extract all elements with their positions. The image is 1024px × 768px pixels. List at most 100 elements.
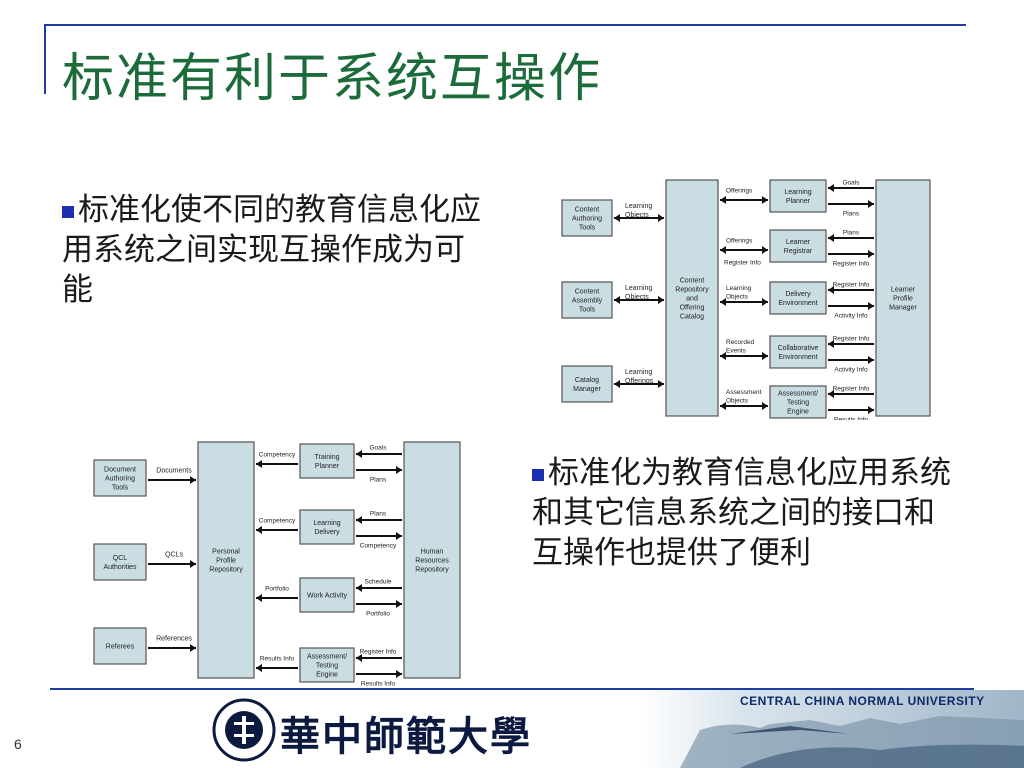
university-seal-icon [212, 698, 276, 762]
title-left-rule [44, 24, 46, 94]
campus-banner-image [640, 690, 1024, 768]
d2-mid-box [299, 647, 355, 683]
d2-mid-right-bottom-label: Portfolio [366, 610, 390, 617]
d1-mid-left-arrow-back-head [720, 196, 726, 204]
d1-left-box [561, 281, 613, 319]
d1-mid-box-label: Environment [778, 354, 817, 361]
d1-mid-right-bottom-arrow-head [868, 406, 874, 414]
d2-mid-right-top-arrow-head [356, 516, 362, 524]
slide-title: 标准有利于系统互操作 [62, 49, 603, 109]
d1-mid-left-label-2: Register Info [724, 259, 761, 266]
personal-profile-diagram: DocumentAuthoringToolsDocumentsQCLAuthor… [86, 438, 470, 690]
d1-mid-left-label: Offerings [726, 187, 753, 194]
d1-mid-left-label: Learning [726, 285, 752, 292]
d2-mid-box-label: Engine [316, 671, 338, 678]
d2-left-arrow-head [190, 476, 196, 484]
d1-mid-box [769, 179, 827, 213]
d2-mid-left-label: Competency [259, 517, 296, 524]
d2-mid-right-top-label: Goals [370, 444, 388, 451]
d1-mid-right-top-arrow-head [828, 390, 834, 398]
bullet-2-text: 标准化为教育信息化应用系统和其它信息系统之间的接口和互操作也提供了便利 [532, 455, 951, 571]
d2-left-arrow-label: QCLs [165, 551, 183, 558]
d2-center-box-label: Personal [212, 548, 240, 555]
d2-left-box-label: Authoring [105, 475, 135, 482]
d2-mid-right-top-label: Plans [370, 510, 387, 517]
d2-left-box-label: Document [104, 466, 136, 473]
d1-mid-right-top-arrow-head [828, 184, 834, 192]
d1-left-box [561, 199, 613, 237]
d1-mid-right-bottom-label: Activity Info [834, 312, 868, 319]
d1-left-arrow-label: Learning [625, 203, 652, 210]
d2-mid-right-top-arrow-head [356, 584, 362, 592]
d2-mid-box [299, 443, 355, 479]
d1-center-box-label: Repository [675, 286, 709, 293]
d1-mid-right-top-label: Register Info [833, 385, 870, 392]
d2-left-box-label: QCL [113, 555, 128, 562]
d2-mid-right-top-label: Schedule [364, 578, 391, 585]
d1-mid-left-arrow-back-head [720, 402, 726, 410]
d2-mid-right-bottom-label: Competency [360, 542, 397, 549]
d1-mid-right-top-arrow-head [828, 340, 834, 348]
d2-mid-right-top-label: Register Info [360, 648, 397, 655]
d1-mid-right-bottom-label: Activity Info [834, 366, 868, 373]
d2-mid-box-label: Work Activity [307, 592, 347, 599]
d1-left-box-label: Catalog [575, 377, 599, 384]
d1-mid-right-bottom-arrow-head [868, 356, 874, 364]
d2-mid-box-label: Testing [316, 662, 338, 669]
d2-left-arrow-label: References [156, 635, 192, 642]
d1-right-box-label: Manager [889, 304, 917, 311]
d2-mid-right-bottom-arrow-head [396, 670, 402, 678]
d1-mid-left-label: Offerings [726, 237, 753, 244]
d1-left-arrow-label: Learning [625, 285, 652, 292]
d1-left-box [561, 365, 613, 403]
d2-left-box-label: Referees [106, 643, 135, 650]
d2-right-box-label: Human [421, 548, 444, 555]
d1-mid-left-label: Recorded [726, 339, 755, 346]
d1-center-box-label: Catalog [680, 313, 704, 320]
bullet-square-icon [62, 206, 74, 218]
d2-left-box [93, 627, 147, 665]
d1-mid-box-label: Environment [778, 300, 817, 307]
d1-mid-right-bottom-arrow-head [868, 200, 874, 208]
page-number: 6 [14, 736, 22, 752]
d1-left-arrow-back-head [614, 214, 620, 222]
d2-mid-right-bottom-label: Results Info [361, 680, 396, 687]
d1-center-box-label: Content [680, 277, 705, 284]
d1-left-box-label: Content [575, 206, 600, 213]
d2-center-box-label: Profile [216, 557, 236, 564]
d2-mid-right-top-arrow-head [356, 654, 362, 662]
d1-mid-right-bottom-label: Results Info [834, 416, 869, 420]
d1-mid-right-bottom-label: Plans [843, 210, 860, 217]
d2-mid-right-top-arrow-head [356, 450, 362, 458]
d1-left-arrow-label: Learning [625, 369, 652, 376]
d1-mid-box [769, 335, 827, 369]
d2-mid-box-label: Delivery [314, 529, 340, 536]
d1-mid-box-label: Delivery [785, 291, 811, 298]
d2-mid-box-label: Learning [313, 520, 340, 527]
d2-mid-left-label: Portfolio [265, 585, 289, 592]
university-name-cn: 華中師範大學 [280, 713, 532, 760]
bullet-2: 标准化为教育信息化应用系统和其它信息系统之间的接口和互操作也提供了便利 [532, 453, 962, 573]
d2-right-box-label: Repository [415, 566, 449, 573]
d1-mid-right-top-label: Register Info [833, 281, 870, 288]
d1-mid-box-label: Learner [786, 239, 811, 246]
d1-mid-box-label: Planner [786, 198, 811, 205]
d1-mid-right-bottom-label: Register Info [833, 260, 870, 267]
d1-mid-right-top-label: Plans [843, 229, 860, 236]
d2-right-box [403, 441, 461, 679]
d1-left-box-label: Manager [573, 386, 601, 393]
d1-left-arrow-label: Offerings [625, 378, 654, 385]
d1-mid-box [769, 229, 827, 263]
d1-center-box-label: and [686, 295, 698, 302]
d2-left-box [93, 543, 147, 581]
d2-mid-right-bottom-arrow-head [396, 532, 402, 540]
d1-mid-box-label: Testing [787, 399, 809, 406]
university-name-en: CENTRAL CHINA NORMAL UNIVERSITY [740, 694, 985, 708]
d2-mid-left-arrow-head [256, 526, 262, 534]
d2-mid-box [299, 509, 355, 545]
d1-mid-right-top-label: Goals [843, 179, 861, 186]
d2-mid-left-arrow-head [256, 594, 262, 602]
d2-mid-left-label: Competency [259, 451, 296, 458]
d1-left-arrow-label: Objects [625, 212, 649, 219]
d1-right-box [875, 179, 931, 417]
